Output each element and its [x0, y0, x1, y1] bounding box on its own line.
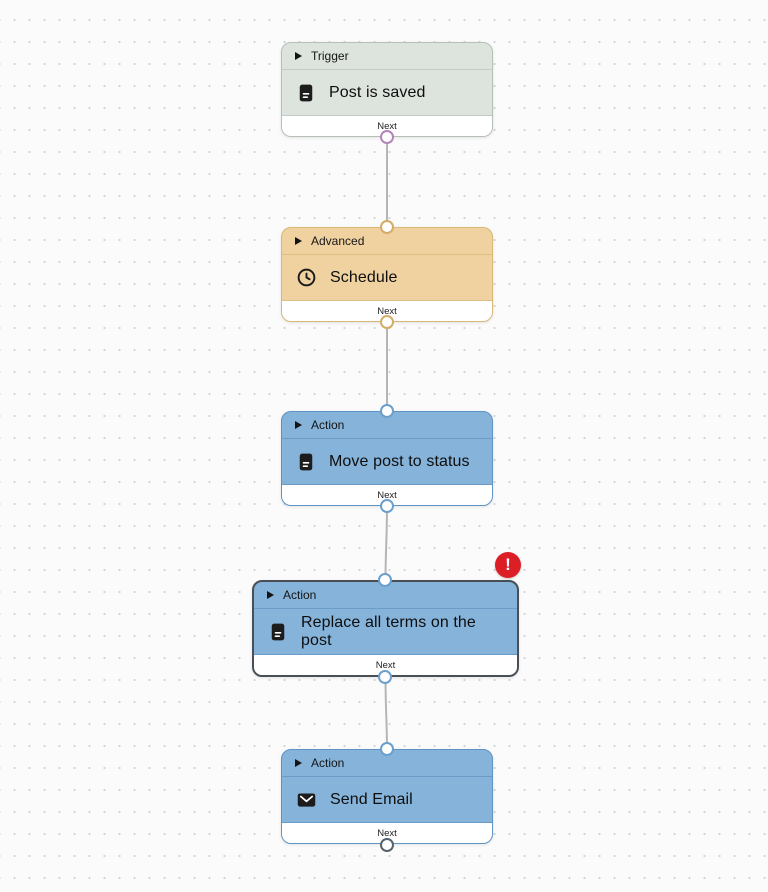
input-port[interactable] — [378, 573, 392, 587]
collapse-caret-icon — [295, 759, 302, 767]
node-title: Move post to status — [329, 452, 470, 470]
node-body: Replace all terms on the post — [254, 609, 517, 654]
node-category-label: Advanced — [311, 234, 365, 248]
document-icon — [299, 84, 313, 101]
document-icon — [271, 623, 285, 640]
node-title: Schedule — [330, 268, 398, 286]
node-footer: Next — [254, 654, 517, 675]
node-body: Send Email — [282, 777, 492, 822]
output-port[interactable] — [378, 670, 392, 684]
next-label: Next — [377, 305, 397, 317]
node-body: Move post to status — [282, 439, 492, 484]
next-label: Next — [375, 659, 396, 671]
node-category-label: Action — [283, 588, 317, 602]
clock-icon — [297, 268, 316, 287]
collapse-caret-icon — [295, 237, 302, 245]
node-title: Send Email — [330, 790, 413, 808]
next-label: Next — [377, 120, 397, 132]
collapse-caret-icon — [295, 52, 302, 60]
document-icon — [299, 453, 313, 470]
connector — [384, 505, 388, 581]
node-action-send-email[interactable]: Action Send Email Next — [281, 749, 493, 844]
input-port[interactable] — [380, 404, 394, 418]
output-port[interactable] — [380, 838, 394, 852]
node-footer: Next — [282, 115, 492, 136]
error-glyph: ! — [505, 555, 511, 574]
output-port[interactable] — [380, 499, 394, 513]
next-label: Next — [377, 827, 397, 839]
collapse-caret-icon — [295, 421, 302, 429]
node-header[interactable]: Trigger — [282, 43, 492, 70]
node-category-label: Action — [311, 756, 345, 770]
node-title: Post is saved — [329, 83, 426, 101]
node-header[interactable]: Action — [282, 412, 492, 439]
node-action-move-post[interactable]: Action Move post to status Next — [281, 411, 493, 506]
input-port[interactable] — [380, 220, 394, 234]
node-title: Replace all terms on the post — [301, 613, 476, 649]
node-trigger[interactable]: Trigger Post is saved Next — [281, 42, 493, 137]
output-port[interactable] — [380, 130, 394, 144]
node-header[interactable]: Action — [282, 750, 492, 777]
node-footer: Next — [282, 300, 492, 321]
node-body: Schedule — [282, 255, 492, 300]
mail-icon — [297, 792, 316, 807]
node-action-replace-terms[interactable]: Action Replace all terms on the post Nex… — [252, 580, 519, 677]
error-badge-icon[interactable]: ! — [495, 552, 521, 578]
next-label: Next — [377, 489, 397, 501]
collapse-caret-icon — [267, 591, 274, 599]
node-footer: Next — [282, 822, 492, 843]
node-category-label: Trigger — [311, 49, 349, 63]
connector — [384, 676, 388, 750]
input-port[interactable] — [380, 742, 394, 756]
output-port[interactable] — [380, 315, 394, 329]
node-header[interactable]: Action — [254, 582, 517, 609]
node-body: Post is saved — [282, 70, 492, 115]
node-header[interactable]: Advanced — [282, 228, 492, 255]
node-advanced-schedule[interactable]: Advanced Schedule Next — [281, 227, 493, 322]
node-footer: Next — [282, 484, 492, 505]
node-category-label: Action — [311, 418, 345, 432]
